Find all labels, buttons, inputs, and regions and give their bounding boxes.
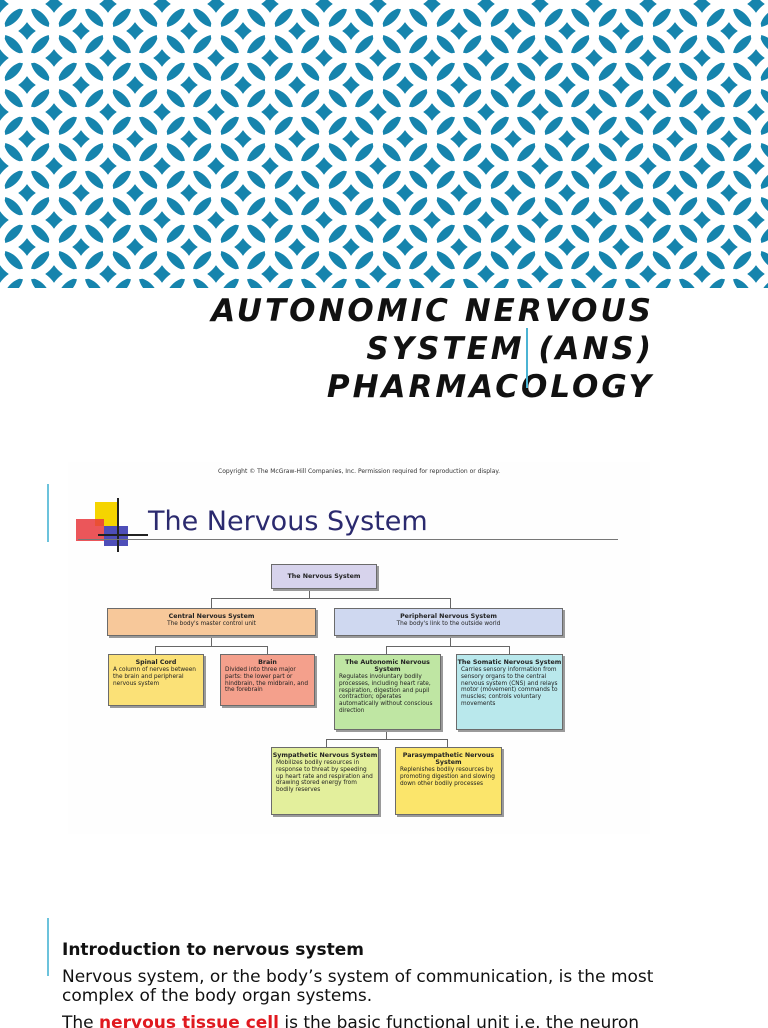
- intro-partial-suffix: is the basic functional unit i.e. the ne…: [278, 1014, 640, 1028]
- figure-heading-rule: [78, 539, 618, 540]
- intro-section: Introduction to nervous system Nervous s…: [62, 938, 722, 1006]
- logo-vertical-line: [117, 498, 119, 552]
- title-line-2: SYSTEM (ANS): [366, 331, 654, 367]
- connector-line: [211, 598, 212, 608]
- node-central-nervous-system: Central Nervous System The body's master…: [107, 608, 316, 636]
- connector-line: [326, 739, 448, 740]
- intro-heading: Introduction to nervous system: [62, 940, 364, 960]
- logo-horizontal-line: [98, 534, 148, 536]
- node-autonomic-nervous-system: The Autonomic Nervous System Regulates i…: [334, 654, 441, 730]
- slide-title: AUTONOMIC NERVOUS SYSTEM (ANS) PHARMACOL…: [211, 292, 654, 406]
- connector-line: [386, 646, 387, 654]
- connector-line: [386, 646, 510, 647]
- logo-blue-square: [104, 526, 128, 546]
- node-brain: Brain Divided into three major parts: th…: [220, 654, 315, 706]
- connector-line: [450, 598, 451, 608]
- intro-body: Nervous system, or the body’s system of …: [62, 967, 654, 1006]
- title-divider: [526, 328, 528, 388]
- figure-accent-bar: [47, 484, 49, 542]
- node-nervous-system: The Nervous System: [271, 564, 377, 589]
- connector-line: [509, 646, 510, 654]
- connector-line: [211, 598, 451, 599]
- logo-red-square: [76, 519, 104, 541]
- intro-partial-prefix: The: [62, 1014, 100, 1028]
- title-line-1: AUTONOMIC NERVOUS: [211, 293, 654, 329]
- nervous-system-figure: Copyright © The McGraw-Hill Companies, I…: [68, 462, 650, 834]
- intro-partial-highlight: nervous tissue cell: [99, 1014, 279, 1028]
- connector-line: [386, 730, 387, 739]
- connector-line: [211, 636, 212, 646]
- node-parasympathetic-nervous-system: Parasympathetic Nervous System Replenish…: [395, 747, 502, 815]
- connector-line: [155, 646, 268, 647]
- title-line-3: PHARMACOLOGY: [326, 369, 654, 405]
- decorative-pattern-banner: [0, 0, 768, 288]
- node-sympathetic-nervous-system: Sympathetic Nervous System Mobilizes bod…: [271, 747, 379, 815]
- node-peripheral-nervous-system: Peripheral Nervous System The body's lin…: [334, 608, 563, 636]
- connector-line: [447, 739, 448, 747]
- node-somatic-nervous-system: The Somatic Nervous System Carries senso…: [456, 654, 563, 730]
- connector-line: [326, 739, 327, 747]
- connector-line: [450, 636, 451, 646]
- connector-line: [155, 646, 156, 654]
- node-spinal-cord: Spinal Cord A column of nerves between t…: [108, 654, 204, 706]
- connector-line: [267, 646, 268, 654]
- connector-line: [309, 588, 310, 598]
- copyright-notice: Copyright © The McGraw-Hill Companies, I…: [218, 468, 500, 475]
- intro-partial-line: The nervous tissue cell is the basic fun…: [62, 1014, 702, 1028]
- figure-heading: The Nervous System: [148, 506, 428, 537]
- text-accent-bar: [47, 918, 49, 976]
